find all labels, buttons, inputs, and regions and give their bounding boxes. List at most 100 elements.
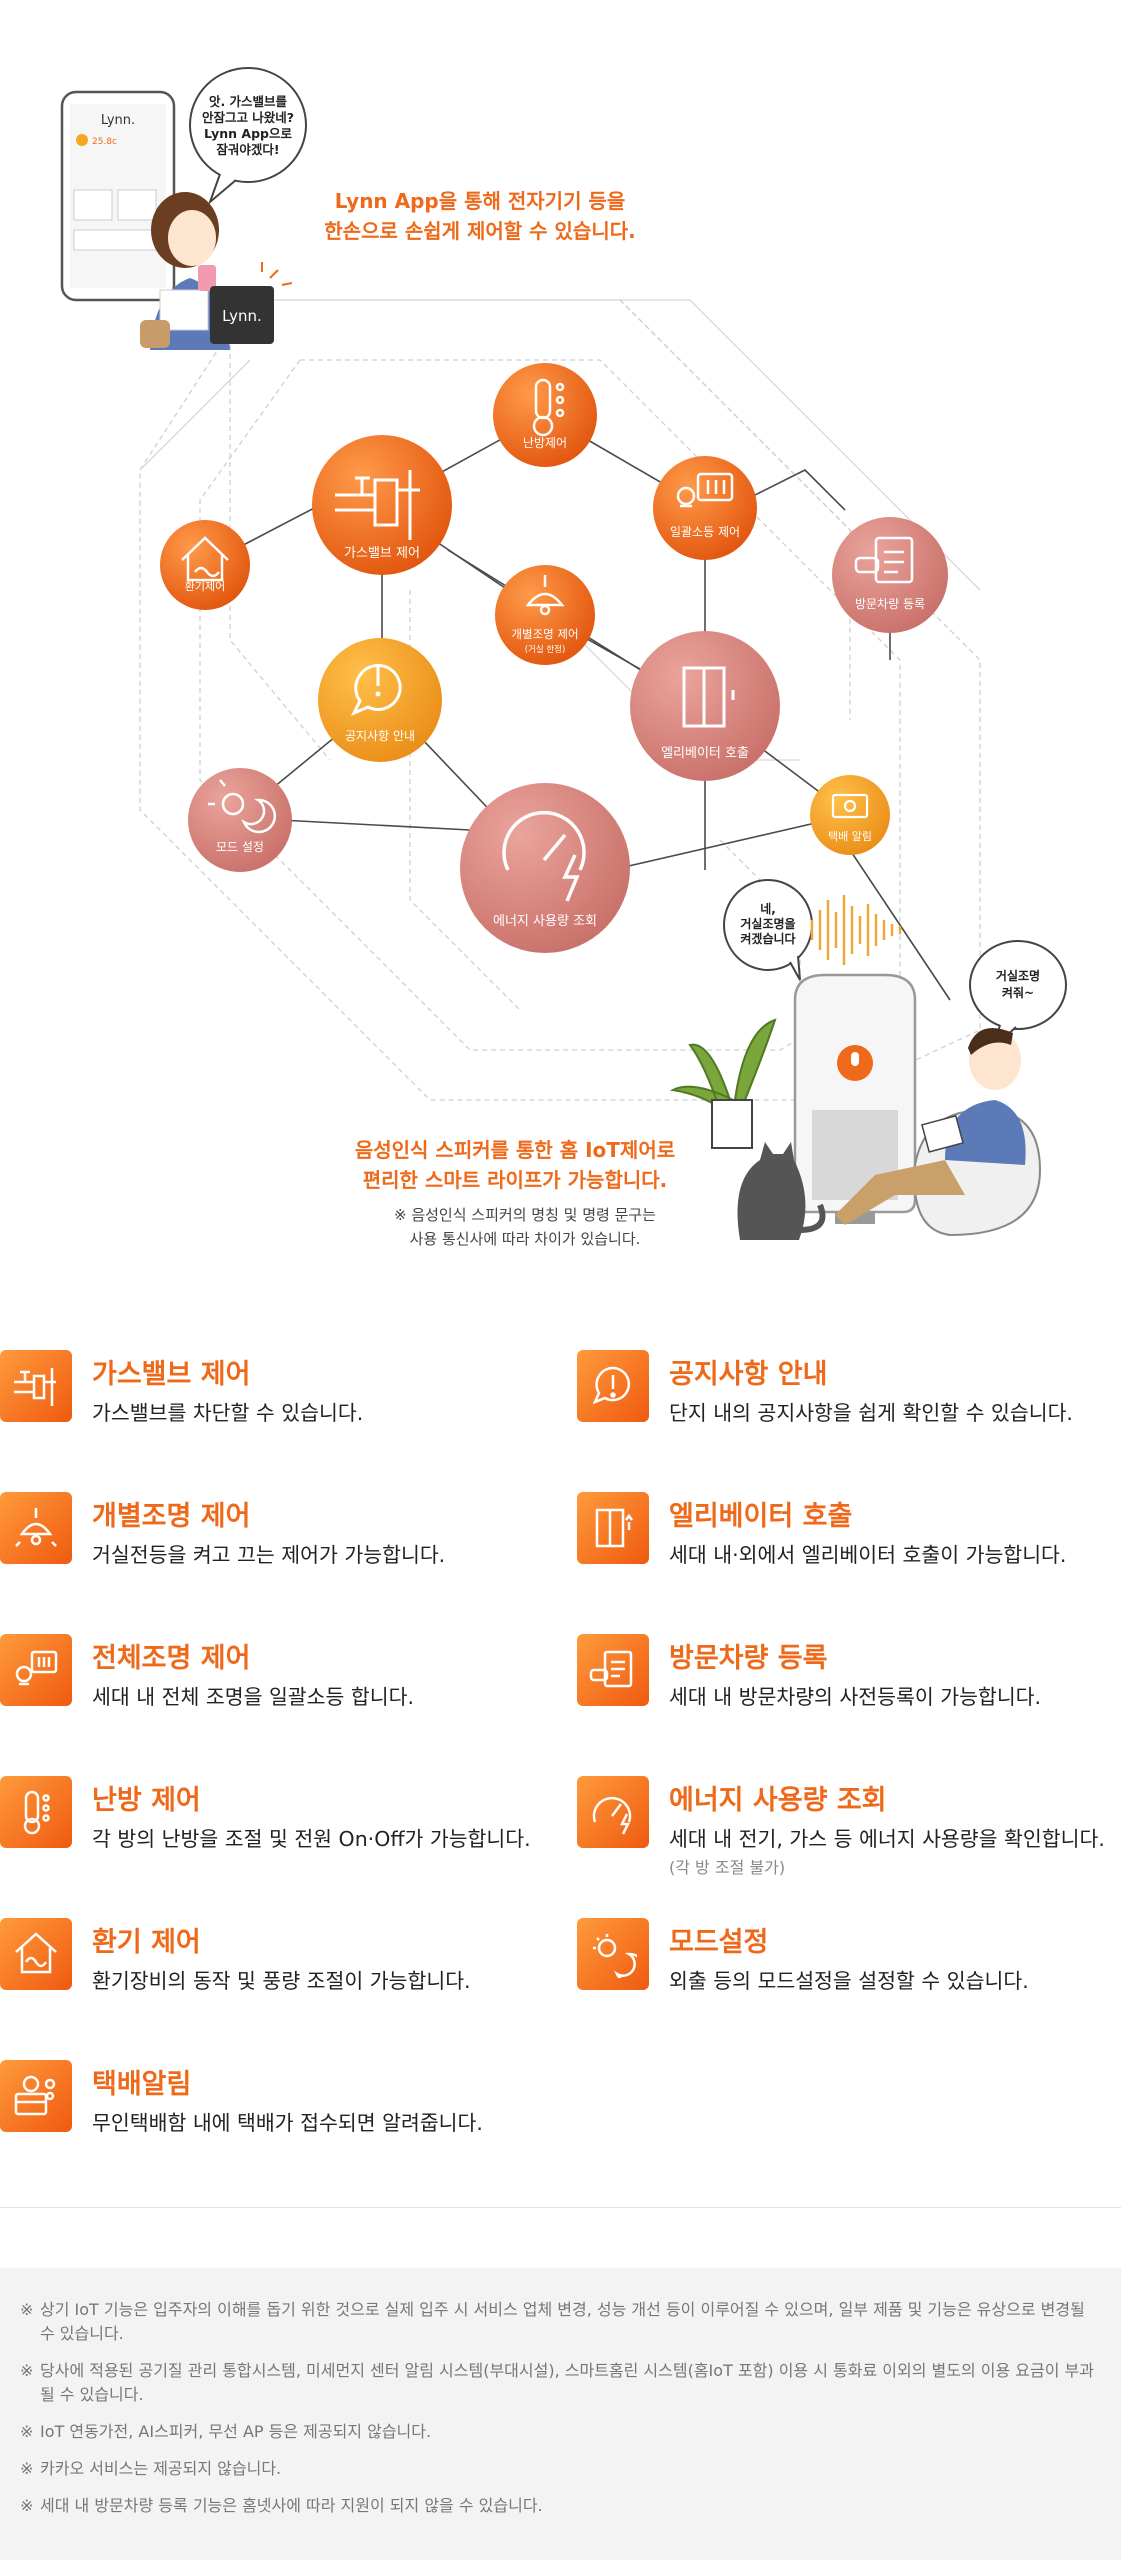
feature-individual-light: 개별조명 제어 거실전등을 켜고 끄는 제어가 가능합니다. bbox=[0, 1492, 560, 1602]
feature-title: 엘리베이터 호출 bbox=[669, 1501, 853, 1532]
feature-title: 모드설정 bbox=[669, 1927, 769, 1958]
feature-desc: 거실전등을 켜고 끄는 제어가 가능합니다. bbox=[92, 1543, 446, 1567]
bubble-line: 켜줘~ bbox=[1001, 986, 1035, 1000]
bubble-line: 안잠그고 나왔네? bbox=[201, 110, 295, 125]
node-energy: 에너지 사용량 조회 bbox=[460, 783, 630, 953]
feature-title: 전체조명 제어 bbox=[92, 1643, 251, 1674]
caption-line: 한손으로 손쉽게 제어할 수 있습니다. bbox=[324, 219, 636, 243]
feature-desc: 세대 내 전기, 가스 등 에너지 사용량을 확인합니다. bbox=[669, 1827, 1105, 1851]
node-label: 공지사항 안내 bbox=[345, 729, 415, 743]
iot-illustration: 난방제어 가스밸브 제어 환기제어 bbox=[60, 67, 1067, 1248]
node-gas-valve: 가스밸브 제어 bbox=[312, 435, 452, 575]
feature-desc: 가스밸브를 차단할 수 있습니다. bbox=[92, 1401, 364, 1425]
notice-icon bbox=[577, 1350, 649, 1422]
plant-illustration bbox=[669, 1018, 777, 1149]
node-label: 일괄소등 제어 bbox=[670, 525, 740, 539]
ventilation-icon bbox=[0, 1918, 72, 1990]
speech-bubble-woman bbox=[189, 67, 307, 206]
caption-line: 편리한 스마트 라이프가 가능합니다. bbox=[362, 1168, 668, 1192]
feature-title: 방문차량 등록 bbox=[669, 1643, 828, 1674]
feature-notice: 공지사항 안내 단지 내의 공지사항을 쉽게 확인할 수 있습니다. bbox=[577, 1350, 1121, 1460]
feature-mode: 모드설정 외출 등의 모드설정을 설정할 수 있습니다. bbox=[577, 1918, 1121, 2028]
man-reading-illustration bbox=[835, 1028, 1042, 1237]
lynn-logo-badge: Lynn. bbox=[210, 262, 293, 344]
caption-line: 음성인식 스피커를 통한 홈 IoT제어로 bbox=[354, 1138, 676, 1162]
light-panel-icon bbox=[0, 1634, 72, 1706]
feature-subnote: (각 방 조절 불가) bbox=[669, 1858, 786, 1877]
feature-visitor-car: 방문차량 등록 세대 내 방문차량의 사전등록이 가능합니다. bbox=[577, 1634, 1121, 1744]
phone-app-title: Lynn. bbox=[101, 113, 135, 128]
node-label: 엘리베이터 호출 bbox=[661, 746, 749, 761]
feature-heating: 난방 제어 각 방의 난방을 조절 및 전원 On·Off가 가능합니다. bbox=[0, 1776, 560, 1886]
node-all-lights: 일괄소등 제어 bbox=[653, 456, 757, 560]
node-label: 난방제어 bbox=[523, 436, 567, 450]
node-label: 에너지 사용량 조회 bbox=[493, 914, 597, 929]
feature-gas-valve: 가스밸브 제어 가스밸브를 차단할 수 있습니다. bbox=[0, 1350, 560, 1460]
feature-title: 공지사항 안내 bbox=[669, 1359, 828, 1390]
note-item: ※ 카카오 서비스는 제공되지 않습니다. bbox=[20, 2457, 1101, 2481]
sound-wave-icon bbox=[810, 895, 902, 965]
iot-network-diagram: 난방제어 가스밸브 제어 환기제어 bbox=[60, 67, 1067, 1240]
feature-title: 에너지 사용량 조회 bbox=[669, 1785, 887, 1816]
note-text: IoT 연동가전, AI스피커, 무선 AP 등은 제공되지 않습니다. bbox=[40, 2422, 432, 2441]
feature-title: 환기 제어 bbox=[92, 1927, 201, 1958]
lynn-badge-text: Lynn. bbox=[222, 307, 262, 325]
note-item: ※ 세대 내 방문차량 등록 기능은 홈넷사에 따라 지원이 되지 않을 수 있… bbox=[20, 2494, 1101, 2518]
note-item: ※ 상기 IoT 기능은 입주자의 이해를 돕기 위한 것으로 실제 입주 시 … bbox=[20, 2298, 1101, 2346]
node-ventilation: 환기제어 bbox=[160, 520, 250, 610]
feature-desc: 각 방의 난방을 조절 및 전원 On·Off가 가능합니다. bbox=[92, 1827, 531, 1851]
thermometer-icon bbox=[0, 1776, 72, 1848]
smartphone-illustration: Lynn. 25.8c bbox=[60, 90, 176, 302]
elevator-icon bbox=[577, 1492, 649, 1564]
note-mark: ※ bbox=[20, 2496, 34, 2515]
bubble-line: 거실조명을 bbox=[740, 917, 796, 931]
feature-energy: 에너지 사용량 조회 세대 내 전기, 가스 등 에너지 사용량을 확인합니다.… bbox=[577, 1776, 1121, 1886]
note-text: 카카오 서비스는 제공되지 않습니다. bbox=[40, 2459, 282, 2478]
parcel-icon bbox=[0, 2060, 72, 2132]
note-mark: ※ bbox=[20, 2300, 34, 2319]
feature-title: 가스밸브 제어 bbox=[92, 1359, 251, 1390]
feature-all-lights: 전체조명 제어 세대 내 전체 조명을 일괄소등 합니다. bbox=[0, 1634, 560, 1744]
node-individual-light: 개별조명 제어 (거실 한정) bbox=[495, 565, 595, 665]
bubble-line: 앗. 가스밸브를 bbox=[208, 94, 288, 109]
woman-bubble-text: 앗. 가스밸브를 안잠그고 나왔네? Lynn App으로 잠궈야겠다! bbox=[200, 94, 296, 158]
node-heating: 난방제어 bbox=[493, 363, 597, 467]
note-text: 세대 내 방문차량 등록 기능은 홈넷사에 따라 지원이 되지 않을 수 있습니… bbox=[40, 2496, 543, 2515]
node-parcel: 택배 알림 bbox=[810, 775, 890, 855]
bubble-line: 거실조명 bbox=[995, 969, 1041, 983]
feature-desc: 단지 내의 공지사항을 쉽게 확인할 수 있습니다. bbox=[669, 1401, 1073, 1425]
feature-desc: 외출 등의 모드설정을 설정할 수 있습니다. bbox=[669, 1969, 1029, 1993]
clipboard-car-icon bbox=[577, 1634, 649, 1706]
hero-caption-top: Lynn App을 통해 전자기기 등을 한손으로 손쉽게 제어할 수 있습니다… bbox=[305, 186, 655, 246]
feature-desc: 환기장비의 동작 및 풍량 조절이 가능합니다. bbox=[92, 1969, 471, 1993]
node-label: 방문차량 등록 bbox=[855, 597, 925, 611]
note-item: ※ 당사에 적용된 공기질 관리 통합시스템, 미세먼지 센터 알림 시스템(부… bbox=[20, 2359, 1101, 2407]
node-sublabel: (거실 한정) bbox=[525, 644, 566, 655]
node-elevator: 엘리베이터 호출 bbox=[630, 631, 780, 781]
note-text: 상기 IoT 기능은 입주자의 이해를 돕기 위한 것으로 실제 입주 시 서비… bbox=[40, 2300, 1085, 2343]
note-text: 당사에 적용된 공기질 관리 통합시스템, 미세먼지 센터 알림 시스템(부대시… bbox=[40, 2361, 1094, 2404]
speaker-bubble-text: 네, 거실조명을 켜겠습니다 bbox=[728, 902, 808, 947]
node-visitor-car: 방문차량 등록 bbox=[832, 517, 948, 633]
feature-ventilation: 환기 제어 환기장비의 동작 및 풍량 조절이 가능합니다. bbox=[0, 1918, 560, 2028]
gauge-icon bbox=[577, 1776, 649, 1848]
cat-illustration bbox=[737, 1142, 826, 1240]
feature-desc: 세대 내·외에서 엘리베이터 호출이 가능합니다. bbox=[669, 1543, 1067, 1567]
ceiling-lamp-icon bbox=[0, 1492, 72, 1564]
section-divider bbox=[0, 2207, 1121, 2208]
gas-valve-icon bbox=[0, 1350, 72, 1422]
feature-desc: 세대 내 전체 조명을 일괄소등 합니다. bbox=[92, 1685, 414, 1709]
feature-title: 난방 제어 bbox=[92, 1785, 201, 1816]
ai-speaker-illustration bbox=[793, 973, 917, 1224]
man-bubble-text: 거실조명 켜줘~ bbox=[975, 968, 1061, 1002]
node-label: 모드 설정 bbox=[216, 840, 264, 854]
node-label: 환기제어 bbox=[185, 580, 225, 593]
node-notice: 공지사항 안내 bbox=[318, 638, 442, 762]
mode-icon bbox=[577, 1918, 649, 1990]
feature-parcel: 택배알림 무인택배함 내에 택배가 접수되면 알려줍니다. bbox=[0, 2060, 560, 2170]
bubble-line: 네, bbox=[760, 902, 776, 916]
node-label: 택배 알림 bbox=[828, 829, 872, 843]
caption-line: Lynn App을 통해 전자기기 등을 bbox=[334, 189, 626, 213]
node-mode: 모드 설정 bbox=[188, 768, 292, 872]
feature-desc: 무인택배함 내에 택배가 접수되면 알려줍니다. bbox=[92, 2111, 483, 2135]
